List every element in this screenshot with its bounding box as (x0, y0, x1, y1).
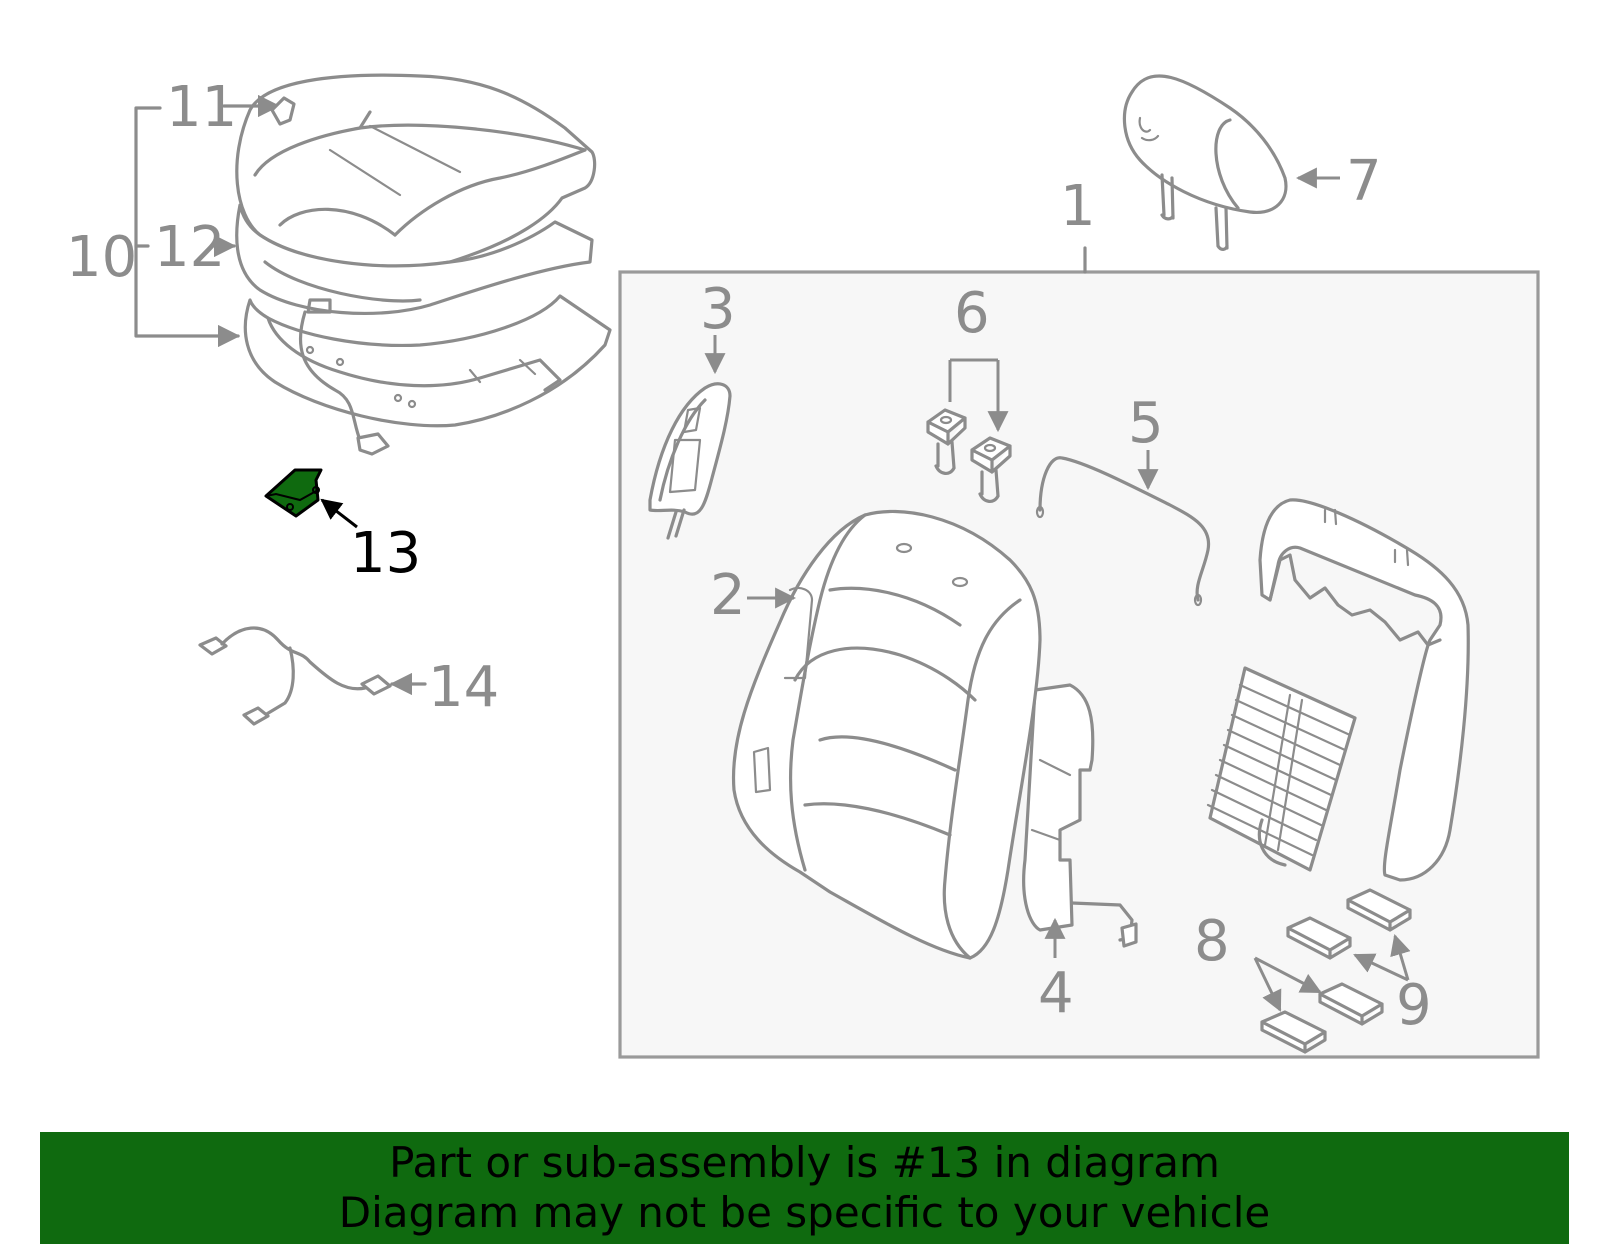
seatback-cover-drawing (731, 509, 1138, 960)
pads-drawing (1253, 888, 1412, 1054)
callout-7: 7 (1346, 149, 1382, 214)
banner-line-1: Part or sub-assembly is #13 in diagram (389, 1138, 1220, 1187)
headrest-drawing (1122, 74, 1288, 251)
leader-10 (134, 106, 241, 348)
clip-drawing (270, 96, 296, 126)
callout-9: 9 (1396, 973, 1432, 1038)
wiring-harness-drawing (198, 626, 427, 726)
side-shield-drawing (648, 335, 732, 540)
callout-4: 4 (1038, 961, 1074, 1026)
seat-cushion-drawing (235, 73, 612, 456)
callout-11: 11 (166, 75, 237, 140)
callout-13: 13 (350, 521, 421, 586)
callout-5: 5 (1128, 391, 1164, 456)
info-banner: Part or sub-assembly is #13 in diagram D… (40, 1132, 1569, 1244)
callout-1: 1 (1060, 174, 1096, 239)
callout-8: 8 (1194, 909, 1230, 974)
callout-10: 10 (66, 225, 137, 290)
banner-line-2: Diagram may not be specific to your vehi… (338, 1188, 1271, 1237)
callout-12: 12 (154, 215, 225, 280)
seatback-assembly-box (618, 270, 1540, 1059)
callout-3: 3 (700, 277, 736, 342)
seatback-frame-drawing (1206, 498, 1470, 882)
part-13-highlight (264, 468, 358, 529)
headrest-guides-drawing (926, 358, 1010, 503)
callout-2: 2 (710, 563, 746, 628)
callout-14: 14 (428, 655, 499, 720)
wire-rod-drawing (1035, 450, 1211, 607)
callout-6: 6 (954, 281, 990, 346)
